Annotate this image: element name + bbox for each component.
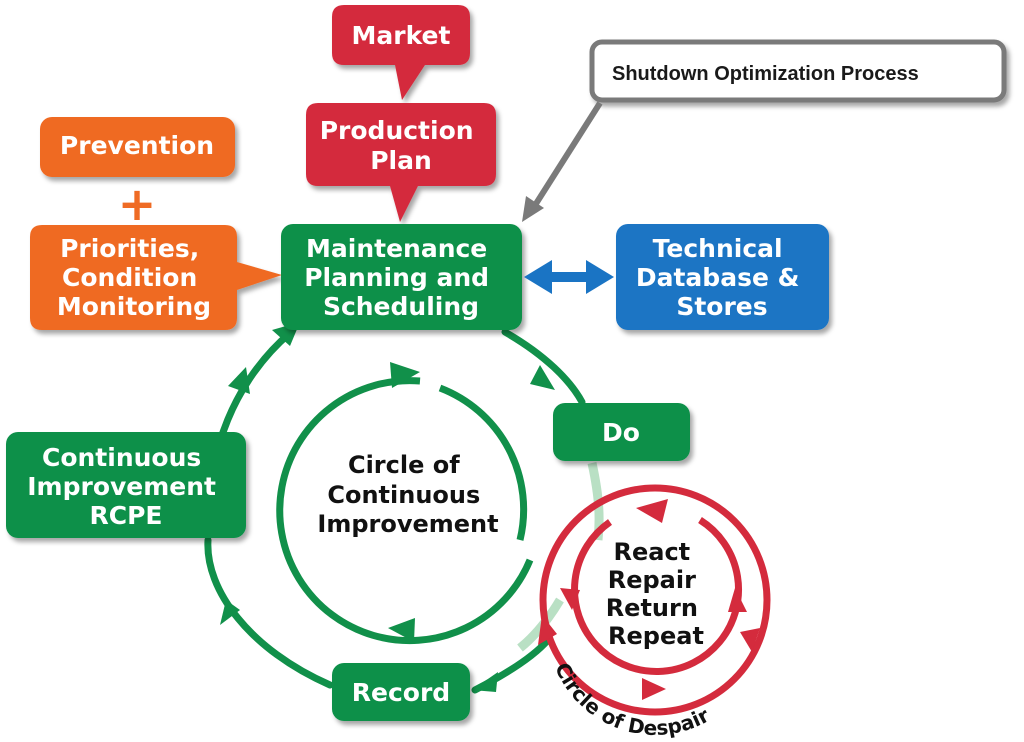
arc-planning-to-do (501, 328, 586, 406)
priorities-box (30, 225, 282, 330)
arrowhead-to-do (530, 365, 555, 390)
double-arrow (524, 260, 614, 294)
despair-inner-text: React Repair Return Repeat (606, 538, 707, 650)
prevention-label: Prevention (60, 131, 214, 160)
continuous-improvement-box (6, 432, 246, 538)
priorities-label: Priorities, Condition Monitoring (57, 234, 211, 321)
arrowhead-up-left (228, 367, 250, 394)
circle-continuous-label: Circle of Continuous Improvement (317, 451, 498, 538)
despair-arrowhead-2 (728, 588, 747, 612)
despair-inner-ring (571, 517, 743, 676)
despair-arrowhead-6 (740, 628, 760, 652)
shutdown-callout (589, 39, 1007, 103)
circle-continuous-improvement (276, 377, 534, 645)
despair-arrowhead-1 (636, 499, 668, 523)
shutdown-callout-label: Shutdown Optimization Process (612, 63, 919, 85)
fade-connector-lower (517, 597, 564, 652)
record-label: Record (352, 678, 450, 707)
despair-arrowhead-3 (560, 588, 580, 610)
callout-arrow (522, 101, 603, 222)
despair-outer-ring (539, 484, 771, 716)
technical-box (616, 224, 829, 330)
prevention-box (40, 117, 235, 177)
production-plan-box (306, 103, 496, 222)
plus-sign: + (118, 177, 157, 231)
do-box (553, 403, 690, 461)
do-label: Do (602, 418, 640, 447)
arc-record-to-continuous (204, 536, 334, 689)
despair-arrowhead-5 (642, 678, 666, 700)
market-box (332, 5, 470, 100)
inner-arrowhead-top (390, 362, 420, 388)
market-label: Market (352, 21, 451, 50)
technical-label: Technical Database & Stores (636, 234, 808, 321)
maintenance-box (281, 224, 522, 330)
circle-of-despair (539, 484, 771, 716)
record-box (332, 663, 470, 721)
arrowhead-down-left (220, 600, 240, 625)
despair-arrowhead-4 (538, 615, 557, 645)
production-plan-label: Production Plan (320, 116, 483, 175)
inner-arrowhead-bottom (388, 618, 415, 642)
arrowhead-to-record (472, 672, 498, 692)
continuous-improvement-label: Continuous Improvement RCPE (27, 443, 224, 530)
maintenance-label: Maintenance Planning and Scheduling (304, 234, 498, 321)
